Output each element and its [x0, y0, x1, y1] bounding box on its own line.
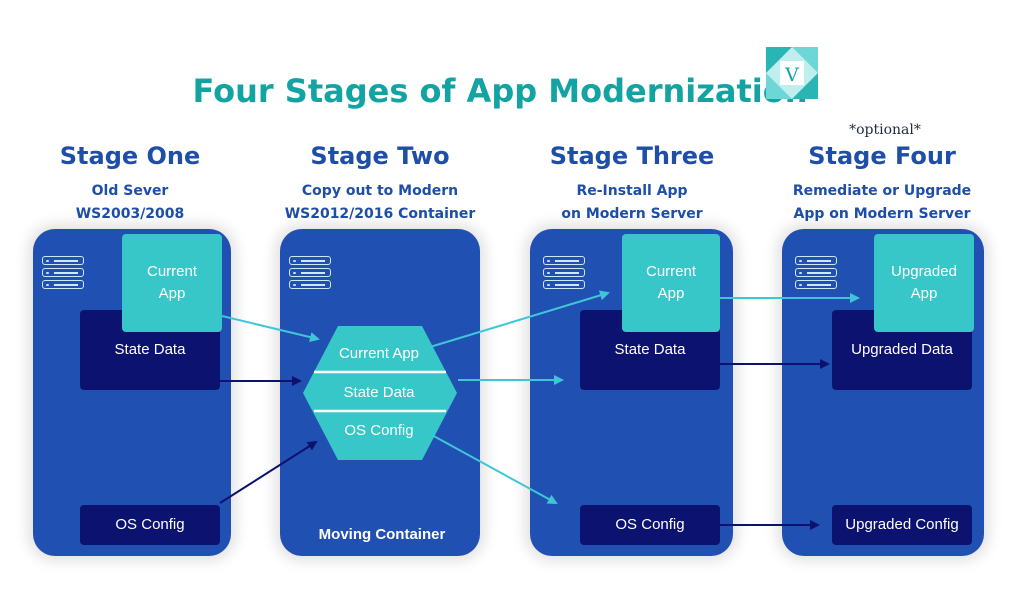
- stage-one-os-config: OS Config: [80, 505, 220, 545]
- stage-one-subtitle-line1: Old Sever: [91, 183, 169, 199]
- stage-one-title: Stage One: [59, 142, 201, 170]
- arrow-container-to-os: [429, 433, 558, 504]
- arrow-container-to-app: [429, 290, 610, 348]
- arrow-os-to-container: [219, 440, 318, 504]
- stage-four-upgraded-config: Upgraded Config: [832, 505, 972, 545]
- stage-four-upgraded-app: Upgraded App: [874, 234, 974, 332]
- stage-three-subtitle-line1: Re-Install App: [576, 183, 688, 199]
- logo-icon: V: [766, 47, 818, 99]
- stage-two-subtitle-line1: Copy out to Modern: [301, 183, 459, 199]
- server-icon: [543, 256, 585, 292]
- hex-state-data: State Data: [343, 384, 415, 401]
- stage-three-subtitle-line2: on Modern Server: [561, 206, 703, 222]
- server-icon: [289, 256, 331, 292]
- stage-four-subtitle-line2: App on Modern Server: [793, 206, 971, 222]
- stage-three-os-config: OS Config: [580, 505, 720, 545]
- stage-one-current-app: Current App: [122, 234, 222, 332]
- hex-current-app: Current App: [338, 345, 420, 362]
- stage-two-subtitle: Copy out to Modern WS2012/2016 Container: [260, 180, 500, 226]
- stage-four-title: Stage Four: [808, 142, 956, 170]
- optional-note: *optional*: [849, 122, 921, 138]
- stage-three-subtitle: Re-Install App on Modern Server: [512, 180, 752, 226]
- stage-one-subtitle: Old Sever WS2003/2008: [10, 180, 250, 226]
- stage-four-subtitle-line1: Remediate or Upgrade: [792, 183, 972, 199]
- arrow-app-to-container: [221, 315, 320, 342]
- stage-four-subtitle: Remediate or Upgrade App on Modern Serve…: [762, 180, 1002, 226]
- stage-three-current-app: Current App: [622, 234, 720, 332]
- stage-three-title: Stage Three: [549, 142, 715, 170]
- stage-two-subtitle-line2: WS2012/2016 Container: [284, 206, 476, 222]
- stage-two-title: Stage Two: [310, 142, 450, 170]
- stage-one-subtitle-line2: WS2003/2008: [75, 206, 185, 222]
- server-icon: [42, 256, 84, 292]
- moving-container-label: Moving Container: [318, 526, 446, 543]
- hex-os-config: OS Config: [344, 422, 414, 439]
- logo-letter: V: [784, 64, 799, 86]
- page-title: Four Stages of App Modernization: [192, 72, 808, 110]
- server-icon: [795, 256, 837, 292]
- moving-container-hexagon: [303, 326, 457, 460]
